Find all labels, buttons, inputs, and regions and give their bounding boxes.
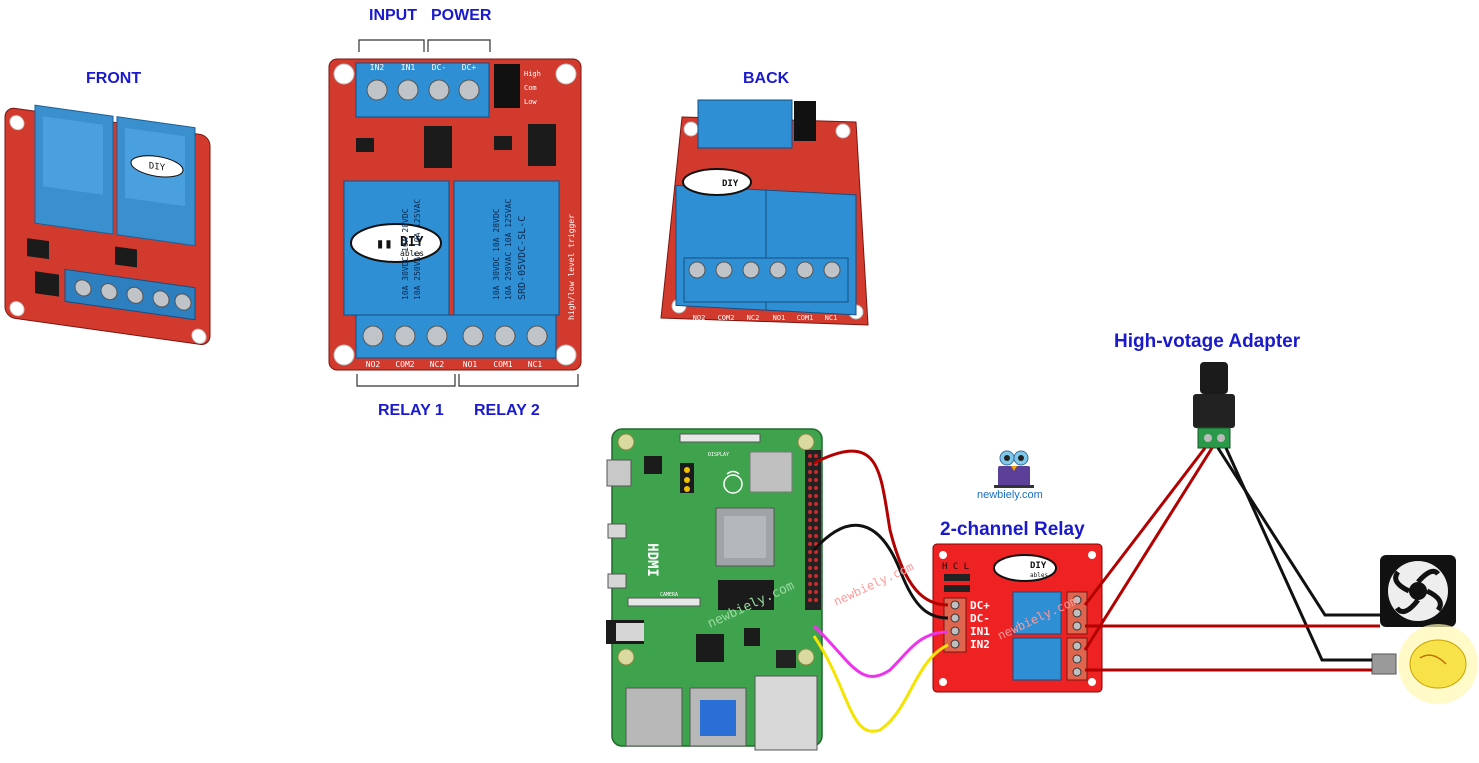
relay-jumper-text: H C L [942,562,969,572]
raspberry-logo-icon [723,470,743,494]
back-module: DIY NO2 COM2 NC2 NO1 COM1 NC1 [660,99,869,326]
wire-in1 [812,624,949,678]
owl-logo-icon [994,450,1034,488]
main-pin-dcp: DC+ [462,63,477,72]
relay2-spec-2: 10A 250VAC 10A 125VAC [504,199,513,300]
relay2-label: RELAY 2 [474,402,540,419]
wire-dcp [813,449,949,607]
adapter-label: High-votage Adapter [1114,331,1301,352]
pi-display-label: DISPLAY [708,452,729,458]
main-output-terminal [355,314,557,359]
relay-brand-top: DIY [1030,561,1047,571]
main-pin-no2: NO2 [366,360,381,369]
back-pin-nc2: NC2 [747,314,760,322]
power-label: POWER [431,7,492,24]
main-pin-com2: COM2 [395,360,414,369]
main-pin-in2: IN2 [370,63,385,72]
relay1-spec-3: 10A 30VDC 10A 28VDC [401,208,410,300]
main-pin-com1: COM1 [493,360,512,369]
main-pin-nc1: NC1 [528,360,543,369]
light-bulb-icon [1371,624,1478,704]
relay-pin-in2: IN2 [970,638,990,651]
back-pin-no1: NO1 [773,314,786,322]
jumper-high: High [524,70,541,78]
wires [812,447,1380,733]
relay-pin-in1: IN1 [970,625,990,638]
fan-icon [1380,555,1456,627]
watermark-text: newbiely.com [977,489,1043,501]
main-pin-nc2: NC2 [430,360,445,369]
gpio-pins [808,454,818,602]
jumper-low: Low [524,98,537,106]
main-brand-bottom: ables [400,249,424,258]
main-pin-dcm: DC- [432,63,446,72]
back-label: BACK [743,70,790,87]
input-label: INPUT [369,7,417,24]
wire-watermark: newbiely.com [831,559,915,608]
relay-brand-bottom: ables [1030,572,1048,579]
svg-text:▮▮: ▮▮ [376,236,393,252]
back-pin-com2: COM2 [718,314,735,322]
main-jumper [494,64,520,108]
power-jack-icon [1193,362,1235,449]
trigger-text: high/low level trigger [567,214,576,320]
jumper-com: Com [524,84,537,92]
main-pin-no1: NO1 [463,360,478,369]
relay1-label: RELAY 1 [378,402,444,419]
pi-hdmi-label: HDMI [644,543,660,577]
back-brand: DIY [722,179,739,189]
raspberry-pi-board: DISPLAY HDMI CAMERA [606,428,823,751]
main-brand-top: DIY [400,235,424,250]
relay-module-label: 2-channel Relay [940,519,1085,540]
back-pin-com1: COM1 [797,314,814,322]
relay2-spec-3: 10A 30VDC 10A 28VDC [492,208,501,300]
relay-pin-dcp: DC+ [970,599,990,612]
main-pin-in1: IN1 [401,63,416,72]
back-pin-no2: NO2 [693,314,706,322]
main-relay-2 [453,180,560,316]
relay1-spec-2: 10A 250VAC 10A 125VAC [413,199,422,300]
front-brand: DIY [149,161,166,173]
relay-pin-dcm: DC- [970,612,990,625]
bracket-lines [356,39,579,387]
pi-camera-label: CAMERA [660,592,678,598]
wiring-relay-module: DIY ables H C L DC+ DC- IN1 IN2 [932,543,1103,693]
front-label: FRONT [86,70,142,87]
diyables-logo-icon [350,223,442,263]
back-pin-nc1: NC1 [825,314,838,322]
wire-dcm [812,523,949,620]
front-module: DIY [4,104,211,346]
relay2-spec-1: SRD-05VDC-SL-C [517,216,528,300]
wire-in2 [812,635,949,733]
main-module: IN2 IN1 DC- DC+ High Com Low ▮▮ DIY able… [328,58,582,371]
